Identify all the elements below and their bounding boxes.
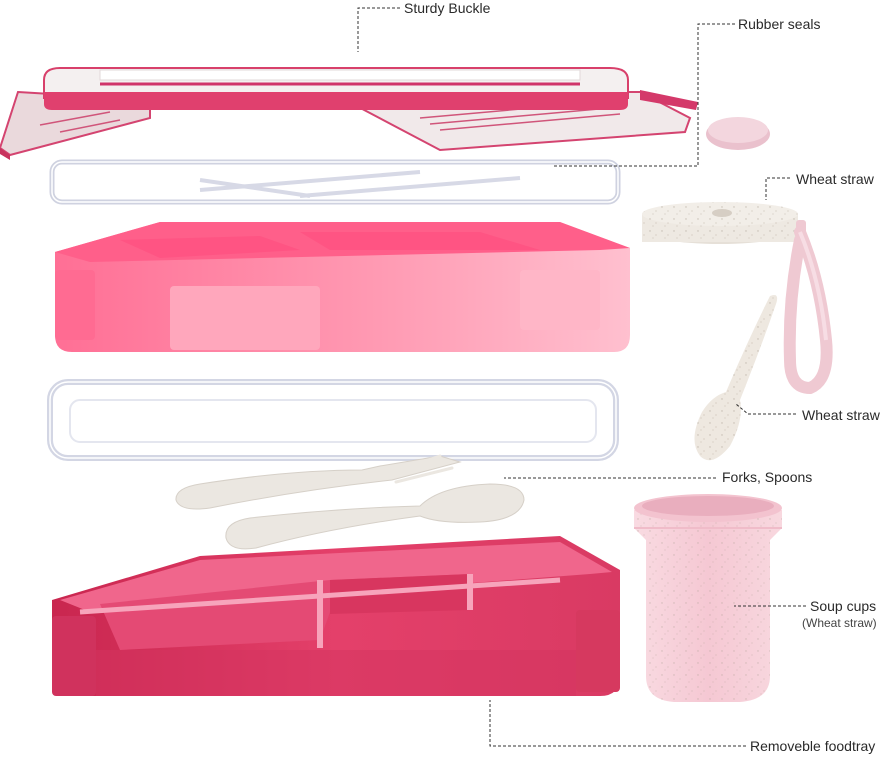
spoon bbox=[225, 483, 525, 550]
callout-sturdy-buckle: Sturdy Buckle bbox=[404, 0, 491, 16]
callout-soup-cups-material: (Wheat straw) bbox=[802, 616, 877, 630]
top-seal bbox=[49, 159, 621, 205]
rubber-seal bbox=[706, 117, 770, 150]
callout-wheat-straw-lid: Wheat straw bbox=[796, 171, 874, 187]
fork bbox=[175, 454, 462, 510]
lid bbox=[0, 67, 698, 160]
leader-lines bbox=[357, 7, 806, 747]
callout-wheat-straw-spoon: Wheat straw bbox=[802, 407, 880, 423]
soup-cup bbox=[634, 494, 782, 702]
base-tray bbox=[52, 536, 620, 696]
callout-forks-spoons: Forks, Spoons bbox=[722, 469, 813, 485]
callout-removable-foodtray: Removeble foodtray bbox=[750, 738, 876, 754]
cup-lid bbox=[642, 202, 806, 244]
callout-rubber-seals: Rubber seals bbox=[738, 16, 821, 32]
callout-soup-cups: Soup cups bbox=[810, 598, 877, 614]
wheat-spoon bbox=[694, 295, 778, 461]
compartment-tray bbox=[55, 222, 630, 352]
bottom-seal bbox=[47, 379, 619, 461]
